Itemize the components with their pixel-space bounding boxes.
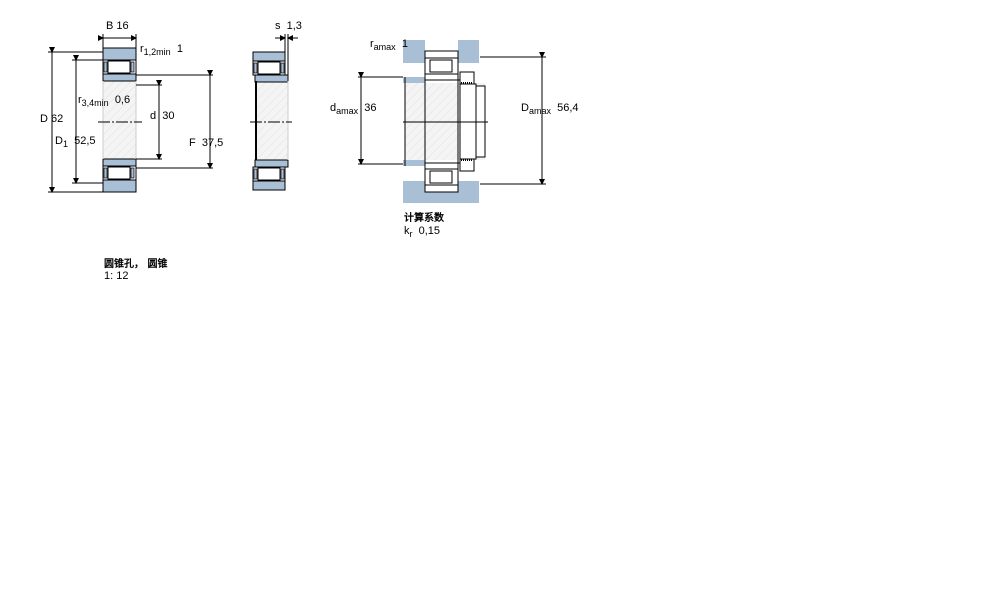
dim-D: D 62 (40, 113, 64, 125)
dim-D1: D1 52,5 (55, 135, 96, 149)
dim-ramax: ramax 1 (370, 38, 408, 52)
dim-Damax: Damax 56,4 (521, 102, 579, 116)
dim-F: F 37,5 (189, 137, 224, 149)
taper-note-title: 圆锥孔， 圆锥 (104, 259, 168, 270)
dim-s: s 1,3 (275, 20, 302, 32)
calc-factor-kr: kr 0,15 (404, 225, 441, 239)
calc-factors-title: 计算系数 (404, 213, 444, 224)
dim-r34: r3,4min 0,6 (78, 94, 131, 108)
dim-d: d 30 (150, 110, 175, 122)
dim-B: B 16 (106, 20, 129, 32)
bearing-side-section (250, 34, 298, 191)
taper-ratio: 1: 12 (104, 270, 129, 282)
dim-r12: r1,2min 1 (140, 43, 183, 57)
bearing-cross-section (48, 34, 213, 193)
dim-damax: damax 36 (330, 102, 377, 116)
mounting-section (358, 40, 546, 203)
